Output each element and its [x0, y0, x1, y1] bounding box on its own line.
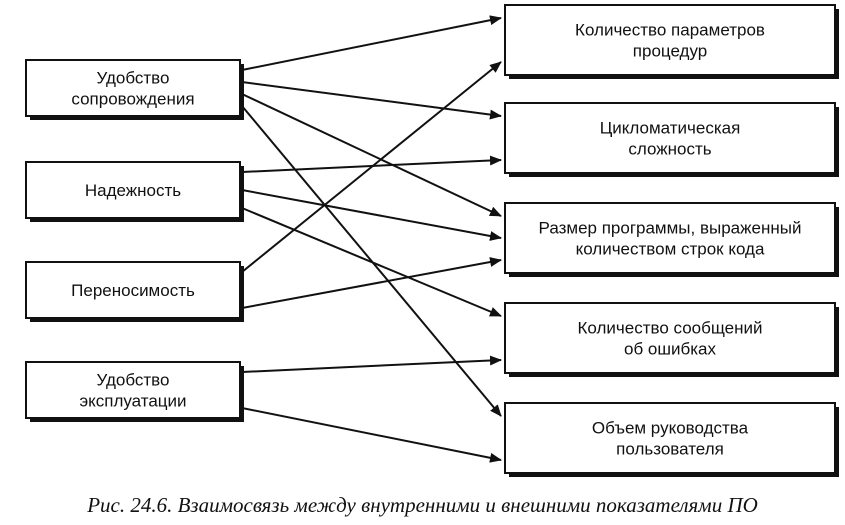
- node-label-line: количеством строк кода: [576, 240, 765, 259]
- edge-usability-to-error-messages: [241, 355, 502, 373]
- nodes-layer: Удобство сопровожденияНадежностьПереносим…: [25, 4, 839, 477]
- node-label-line: эксплуатации: [79, 392, 186, 411]
- edge-portability-to-program-size: [241, 257, 502, 309]
- node-label-line: Количество сообщений: [578, 319, 763, 338]
- node-box: [504, 402, 836, 474]
- node-program-size: Размер программы, выраженный количеством …: [504, 202, 839, 277]
- edges-layer: [241, 15, 502, 463]
- edge-usability-to-manual-volume: [241, 407, 502, 463]
- node-box: [25, 361, 241, 419]
- node-box: [25, 59, 241, 117]
- edge-maintainability-to-program-size: [241, 93, 502, 217]
- node-box: [25, 161, 241, 219]
- node-box: [504, 202, 836, 274]
- node-label-line: Количество параметров: [575, 21, 765, 40]
- edge-maintainability-to-cyclomatic: [241, 81, 502, 120]
- edge-maintainability-to-param-count: [241, 15, 502, 71]
- node-manual-volume: Объем руководства пользователя: [504, 402, 839, 477]
- node-label-line: Переносимость: [71, 281, 195, 300]
- node-label-line: Цикломатическая: [600, 119, 741, 138]
- node-box: [25, 261, 241, 319]
- edge-portability-to-param-count: [241, 61, 502, 273]
- node-label-line: сопровождения: [71, 90, 194, 109]
- edge-reliability-to-program-size: [241, 189, 502, 241]
- node-label-line: процедур: [633, 42, 707, 61]
- node-label-line: Удобство: [97, 69, 170, 88]
- node-param-count: Количество параметров процедур: [504, 4, 839, 79]
- node-box: [504, 4, 836, 76]
- node-box: [504, 102, 836, 174]
- node-label-line: сложность: [628, 140, 711, 159]
- node-box: [504, 302, 836, 374]
- edge-reliability-to-error-messages: [241, 207, 502, 317]
- node-cyclomatic: Цикломатическая сложность: [504, 102, 839, 177]
- node-label-line: Размер программы, выраженный: [539, 219, 802, 238]
- figure-caption: Рис. 24.6. Взаимосвязь между внутренними…: [87, 493, 758, 517]
- node-reliability: Надежность: [25, 161, 244, 222]
- node-usability: Удобство эксплуатации: [25, 361, 244, 422]
- metrics-diagram: Удобство сопровожденияНадежностьПереносим…: [25, 4, 839, 477]
- node-label-line: Удобство: [97, 371, 170, 390]
- node-error-messages: Количество сообщений об ошибках: [504, 302, 839, 377]
- node-label-line: пользователя: [616, 440, 724, 459]
- node-label-line: Объем руководства: [592, 419, 749, 438]
- node-portability: Переносимость: [25, 261, 244, 322]
- node-label-line: Надежность: [85, 181, 181, 200]
- node-maintainability: Удобство сопровождения: [25, 59, 244, 120]
- node-label-line: об ошибках: [624, 340, 717, 359]
